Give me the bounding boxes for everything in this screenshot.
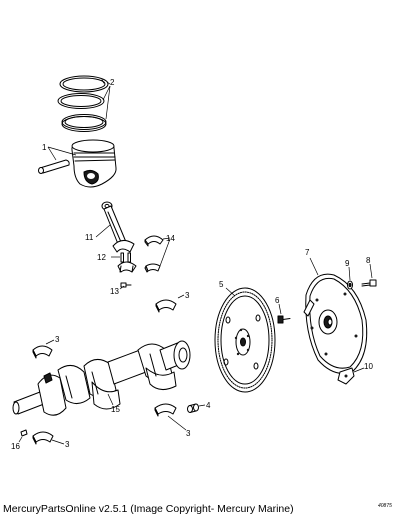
callout-15: 15 <box>111 405 120 414</box>
callout-3-upper-left: 3 <box>55 335 60 344</box>
piston-pin[interactable] <box>38 159 70 174</box>
piston-ring-middle[interactable] <box>57 93 105 109</box>
callout-11: 11 <box>85 233 94 242</box>
drawing-reference-number: 40875 <box>378 503 392 509</box>
piston-ring-oil[interactable] <box>61 114 107 132</box>
piston-assembly[interactable]: 1 <box>38 139 117 188</box>
image-credit: MercuryPartsOnline v2.5.1 (Image Copyrig… <box>3 503 294 515</box>
flywheel[interactable]: 5 <box>214 280 276 393</box>
rod-nut[interactable] <box>120 282 132 288</box>
callout-13: 13 <box>110 287 119 296</box>
callout-12: 12 <box>97 253 106 262</box>
callout-5: 5 <box>219 280 224 289</box>
callout-16: 16 <box>11 442 20 451</box>
bracket[interactable]: 10 <box>337 362 373 385</box>
callout-4: 4 <box>206 401 211 410</box>
callout-8: 8 <box>366 256 371 265</box>
connecting-rod[interactable] <box>101 201 135 253</box>
rod-cap[interactable] <box>117 261 137 273</box>
callout-3-upper-right: 3 <box>185 291 190 300</box>
coupler-bolt[interactable]: 8 <box>361 256 377 287</box>
rod-bearings[interactable]: 14 <box>144 234 175 273</box>
rod-bearing-lower[interactable] <box>144 263 161 273</box>
dowel-pin[interactable]: 4 <box>187 401 212 413</box>
callout-1: 1 <box>42 143 47 152</box>
washer[interactable]: 9 <box>345 259 353 290</box>
flywheel-bolt[interactable]: 6 <box>275 296 291 324</box>
crank-key[interactable]: 16 <box>11 429 28 451</box>
callout-7: 7 <box>305 248 310 257</box>
piston-rings[interactable]: 2 <box>57 75 115 132</box>
main-bearing-upper-right[interactable]: 3 <box>155 291 190 313</box>
connecting-rod-assembly[interactable]: 11 12 13 <box>85 201 137 296</box>
callout-14: 14 <box>166 234 175 243</box>
callout-9: 9 <box>345 259 350 268</box>
rod-bearing-upper[interactable] <box>144 235 164 247</box>
main-bearing-lower-left[interactable]: 3 <box>32 431 70 449</box>
callout-3-lower-center: 3 <box>186 429 191 438</box>
callout-10: 10 <box>364 362 373 371</box>
main-bearing-lower-center[interactable]: 3 <box>154 403 191 438</box>
crankshaft[interactable]: 15 <box>12 340 191 416</box>
piston[interactable] <box>71 139 117 188</box>
callout-6: 6 <box>275 296 280 305</box>
drive-plate[interactable]: 7 <box>303 248 368 374</box>
callout-2: 2 <box>110 78 115 87</box>
callout-3-lower-left: 3 <box>65 440 70 449</box>
main-bearing-upper-left[interactable]: 3 <box>32 335 60 359</box>
piston-ring-top[interactable] <box>59 75 109 93</box>
rod-bolt[interactable] <box>120 252 131 263</box>
